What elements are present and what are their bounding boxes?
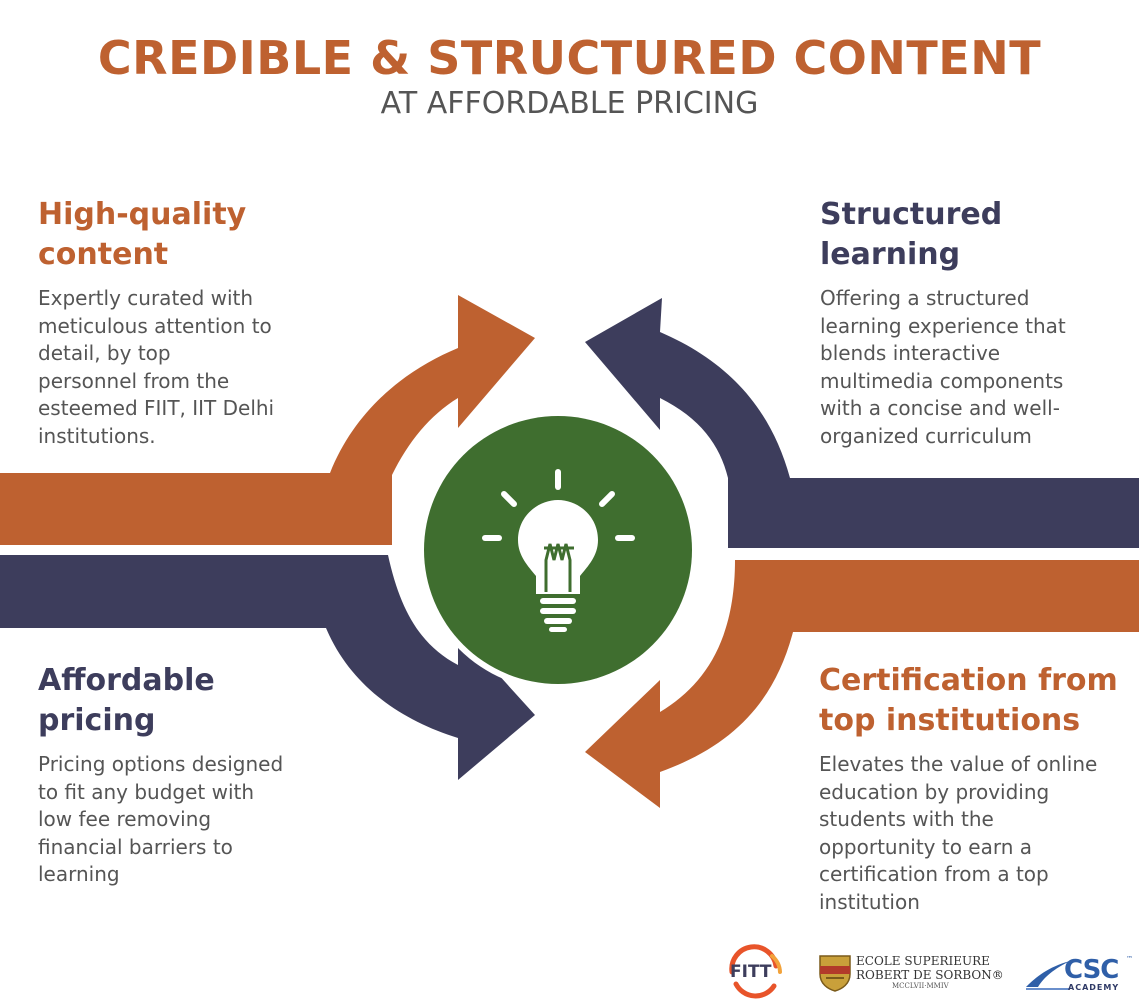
orange-arrow-bottom-right: [585, 560, 1139, 808]
csc-swoosh-icon: [1026, 961, 1070, 990]
lightbulb-icon: [482, 469, 635, 632]
feature-description: Offering a structured learning experienc…: [820, 286, 1066, 448]
feature-affordable: Affordable pricing Pricing options desig…: [38, 661, 338, 889]
ecole-logo: ECOLE SUPERIEURE ROBERT DE SORBON® MCCLV…: [818, 954, 1018, 994]
csc-academy-logo: CSC ™ ACADEMY: [1024, 955, 1136, 999]
feature-description: Expertly curated with meticulous attenti…: [38, 286, 275, 448]
band-gap-left: [0, 545, 392, 555]
feature-description: Elevates the value of online education b…: [819, 752, 1098, 914]
crest-icon: [819, 955, 851, 992]
band-gap-right: [728, 548, 1139, 560]
feature-structured: Structured learning Offering a structure…: [820, 195, 1139, 450]
orange-arrow-top-left: [0, 295, 535, 545]
csc-trademark: ™: [1126, 955, 1133, 963]
csc-logo-text: CSC: [1064, 955, 1119, 985]
ecole-logo-roman: MCCLVII·MMIV: [892, 982, 949, 990]
fitt-logo: FITT: [724, 942, 784, 1002]
fitt-logo-mark: [729, 944, 782, 999]
feature-certification: Certification from top institutions Elev…: [819, 661, 1139, 931]
feature-heading: High-quality content: [38, 197, 247, 272]
page-title: CREDIBLE & STRUCTURED CONTENT: [97, 31, 1042, 85]
feature-heading: Affordable pricing: [38, 663, 215, 738]
csc-logo-subtext: ACADEMY: [1068, 983, 1120, 992]
navy-arrow-bottom-left: [0, 555, 535, 780]
feature-high-quality: High-quality content Expertly curated wi…: [38, 195, 338, 450]
feature-heading: Structured learning: [820, 197, 1003, 272]
fitt-logo-text: FITT: [730, 962, 772, 982]
page-subtitle: AT AFFORDABLE PRICING: [380, 86, 759, 121]
ecole-logo-name: ECOLE SUPERIEURE ROBERT DE SORBON®: [856, 954, 1004, 982]
navy-arrow-top-right: [585, 298, 1139, 548]
feature-heading: Certification from top institutions: [819, 663, 1118, 738]
feature-description: Pricing options designed to fit any budg…: [38, 752, 284, 886]
